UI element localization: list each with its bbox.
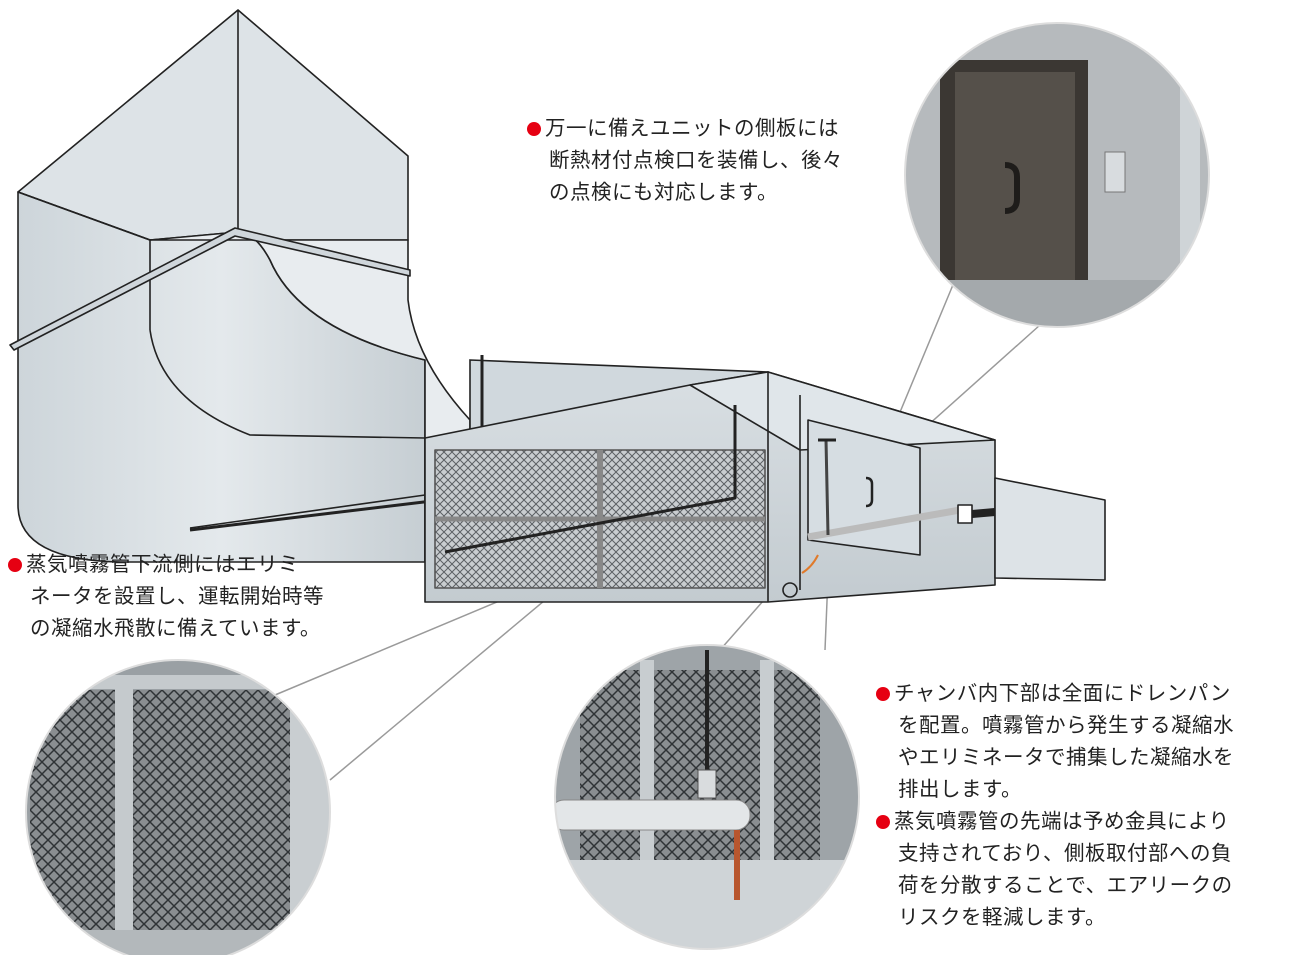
bullet-icon [527,122,541,136]
zoom-inspection-hatch-photo [904,22,1210,328]
callout-inspection-hatch: 万一に備えユニットの側板には 断熱材付点検口を装備し、後々 の点検にも対応します… [527,112,843,208]
bullet-icon [876,815,890,829]
zoom-eliminator-photo [25,659,331,955]
zoom-pipe-support-photo [554,644,860,950]
callout-pipe-support: 蒸気噴霧管の先端は予め金具により 支持されており、側板取付部への負 荷を分散する… [876,805,1234,933]
callout-drain-and-support: チャンバ内下部は全面にドレンパン を配置。噴霧管から発生する凝縮水 やエリミネー… [876,677,1234,933]
callout-drain-pan: チャンバ内下部は全面にドレンパン を配置。噴霧管から発生する凝縮水 やエリミネー… [876,677,1234,805]
callout-eliminator: 蒸気噴霧管下流側にはエリミ ネータを設置し、運転開始時等 の凝縮水飛散に備えてい… [8,548,324,644]
elbow-duct [9,9,471,563]
bullet-icon [8,558,22,572]
chamber-body [424,371,1106,603]
bullet-icon [876,687,890,701]
